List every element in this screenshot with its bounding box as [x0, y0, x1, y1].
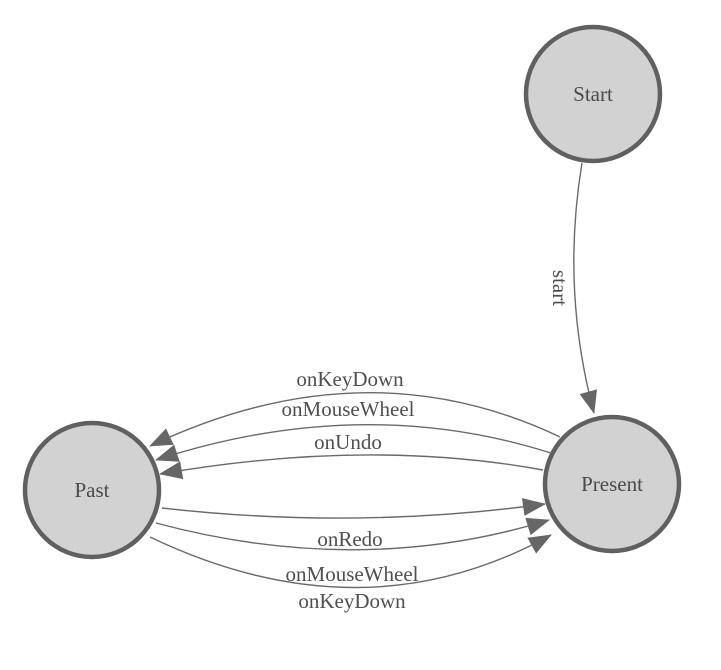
edge-redo-path — [161, 498, 546, 519]
edge-undo-label: onUndo — [314, 430, 382, 454]
edge-keydown-top-path — [149, 391, 561, 447]
edge-keydown-bottom-label: onKeyDown — [298, 589, 406, 613]
node-past-circle[interactable] — [22, 420, 162, 560]
edge-undo-path — [159, 454, 544, 480]
edge-start-path — [573, 162, 597, 414]
edge-past-to-present-keydown: onKeyDown — [149, 534, 552, 613]
edge-keydown-bottom-path — [149, 534, 552, 589]
edge-redo-label: onRedo — [317, 527, 382, 551]
edge-keydown-top-label: onKeyDown — [296, 367, 404, 391]
node-present-circle[interactable] — [542, 414, 682, 554]
edge-present-to-past-keydown: onKeyDown — [149, 367, 561, 447]
edge-start-to-present: start — [548, 162, 597, 414]
edge-mousewheel-bottom-label: onMouseWheel — [286, 562, 419, 586]
node-start[interactable]: Start — [523, 24, 663, 164]
edge-mousewheel-bottom-path — [155, 517, 550, 551]
edge-past-to-present-redo: onRedo — [161, 498, 546, 551]
edge-start-label: start — [548, 270, 572, 306]
node-present-label: Present — [581, 472, 643, 496]
edge-mousewheel-top-label: onMouseWheel — [282, 397, 415, 421]
edge-mousewheel-top-path — [155, 423, 552, 462]
edge-present-to-past-undo: onUndo — [159, 430, 544, 480]
edge-past-to-present-mousewheel: onMouseWheel — [155, 517, 550, 586]
node-start-label: Start — [573, 82, 613, 106]
edge-present-to-past-mousewheel: onMouseWheel — [155, 397, 552, 462]
node-past[interactable]: Past — [22, 420, 162, 560]
node-present[interactable]: Present — [542, 414, 682, 554]
node-start-circle[interactable] — [523, 24, 663, 164]
node-past-label: Past — [74, 478, 109, 502]
